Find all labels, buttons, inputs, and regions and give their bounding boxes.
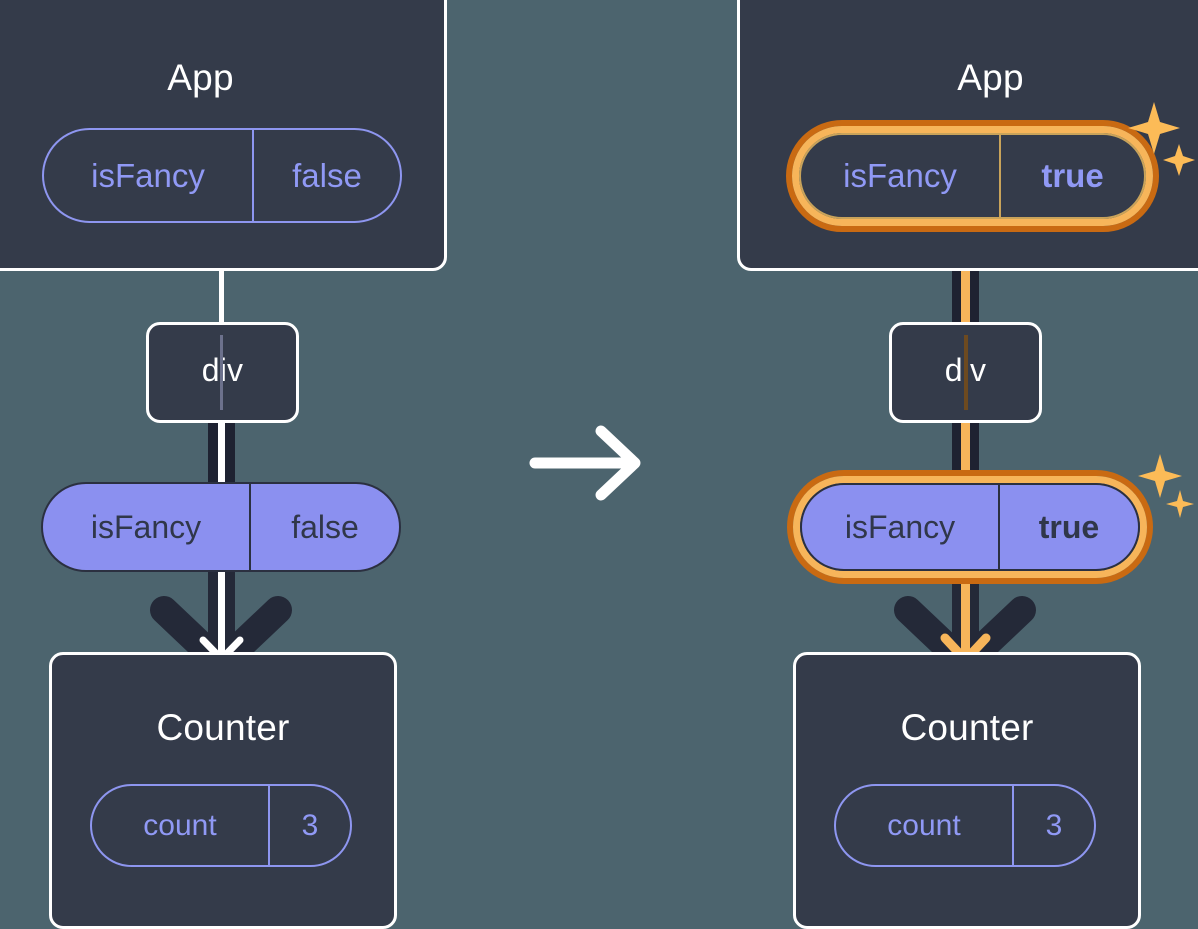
- pill-divider-after-prop: [998, 485, 1000, 569]
- pill-value-before-app: false: [292, 156, 362, 194]
- wire-div-to-prop-core-after: [961, 418, 970, 484]
- node-counter-title-before: Counter: [156, 707, 290, 748]
- pill-key-before-counter: count: [143, 808, 217, 842]
- highlight-ring-app-after: [786, 120, 1159, 232]
- pill-key-after-prop: isFancy: [844, 508, 956, 545]
- pill-key-after-app: isFancy: [843, 157, 957, 194]
- pill-value-after-counter: 3: [1045, 808, 1063, 842]
- pill-prop-before: isFancy false: [41, 482, 401, 572]
- pill-key-before-app: isFancy: [91, 156, 205, 194]
- pill-app-state-before: isFancy false: [42, 128, 402, 223]
- sparkle-icon-app-after: [1128, 102, 1195, 176]
- pill-counter-state-after: count 3: [834, 784, 1096, 867]
- pill-value-after-app: true: [1041, 157, 1104, 194]
- pill-divider-after-counter: [1012, 786, 1014, 865]
- pill-divider-before-app: [252, 130, 254, 221]
- wire-app-to-div-core-after: [961, 222, 970, 328]
- pill-value-after-prop: true: [1038, 508, 1100, 545]
- pill-prop-after: isFancy true: [800, 483, 1140, 571]
- pill-key-after-counter: count: [887, 808, 961, 842]
- transition-right-arrow-icon: [529, 425, 641, 501]
- pill-divider-after-app: [999, 135, 1001, 217]
- node-app-title-before: App: [167, 57, 234, 98]
- pill-key-before-prop: isFancy: [90, 508, 202, 545]
- pill-app-state-after: isFancy true: [799, 133, 1146, 219]
- pill-value-before-prop: false: [291, 508, 359, 545]
- wire-through-div-before: [220, 335, 223, 410]
- node-counter-title-after: Counter: [900, 707, 1034, 748]
- node-app-title-after: App: [957, 57, 1024, 98]
- wire-app-to-div-before: [219, 250, 224, 328]
- pill-divider-before-prop: [249, 484, 251, 570]
- pill-divider-before-counter: [268, 786, 270, 865]
- wire-through-div-after: [964, 335, 968, 410]
- pill-counter-state-before: count 3: [90, 784, 352, 867]
- sparkle-icon-prop-after: [1138, 454, 1194, 518]
- wire-div-to-prop-core-before: [218, 418, 225, 484]
- pill-value-before-counter: 3: [301, 808, 319, 842]
